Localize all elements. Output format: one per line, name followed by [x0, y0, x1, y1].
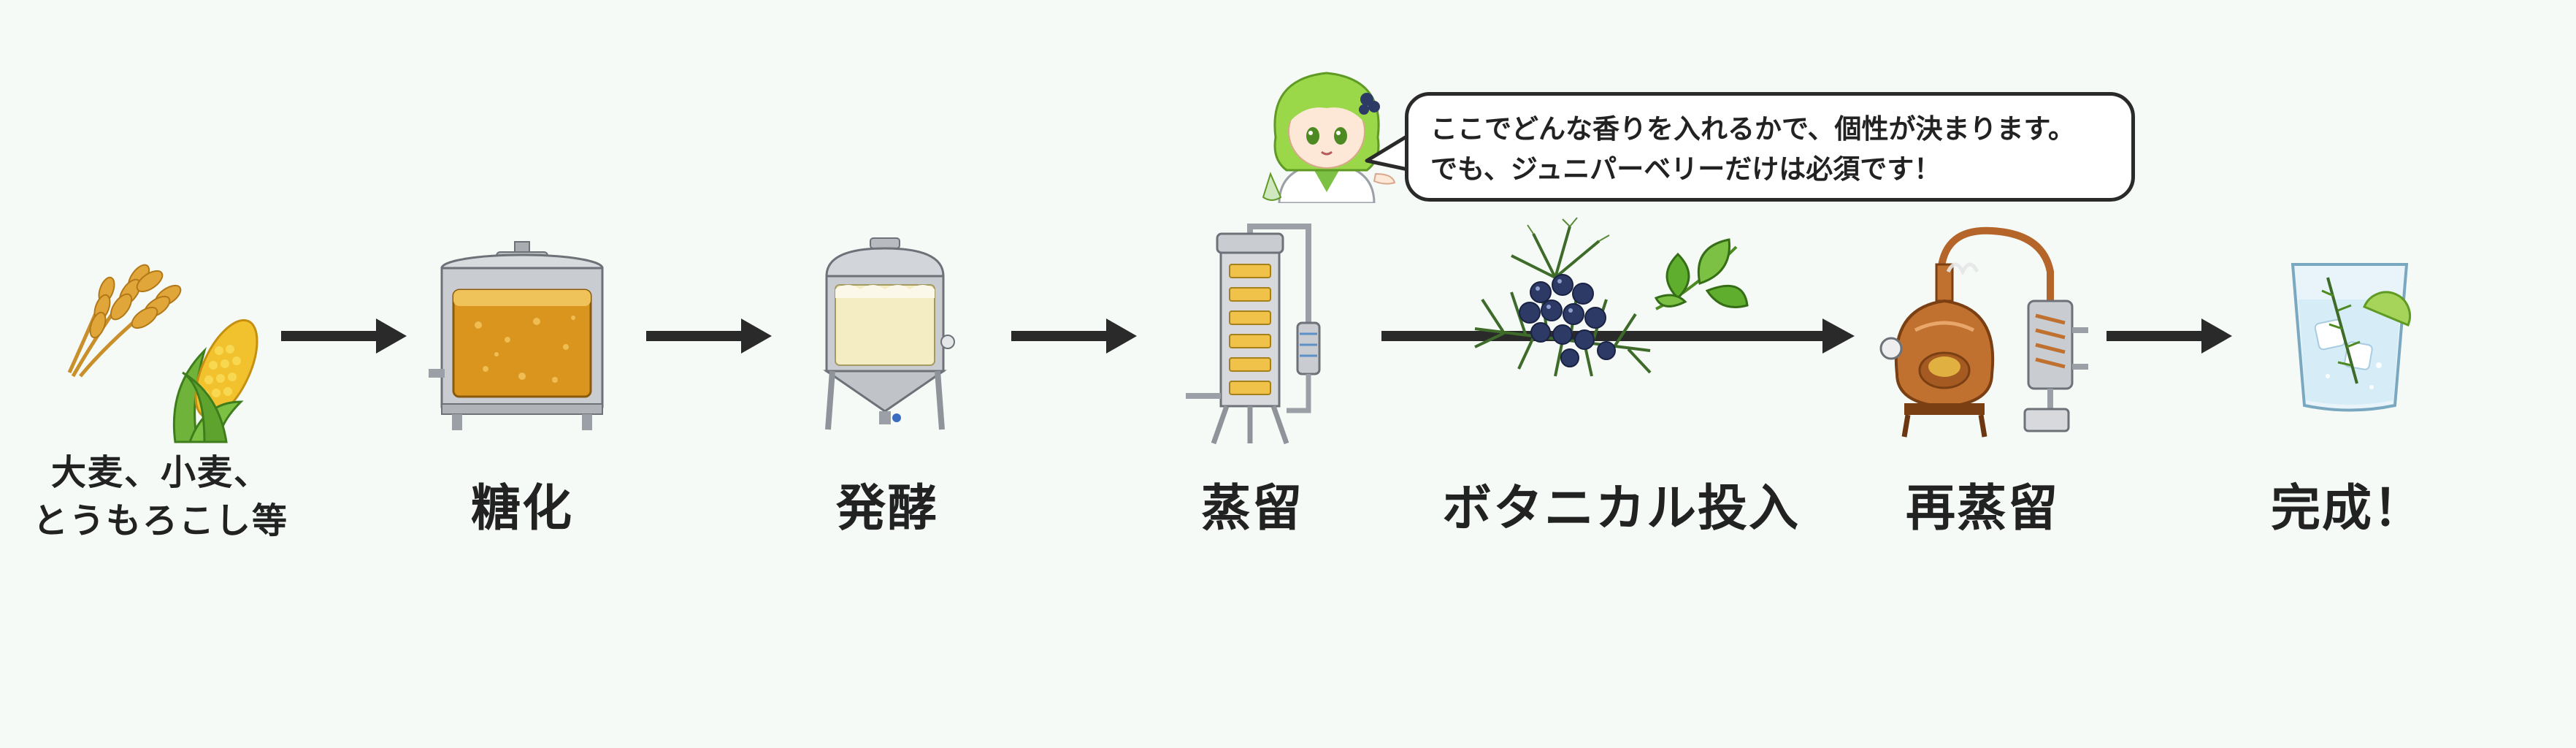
flow-arrow-3 [1011, 318, 1137, 354]
fermenter-icon [823, 237, 955, 430]
flow-arrow-4 [1381, 318, 1855, 354]
step-grains [51, 234, 270, 443]
flow-arrow-6 [2107, 318, 2232, 354]
flow-arrow-1 [281, 318, 407, 354]
gin-glass-icon [2291, 263, 2411, 412]
step-complete-label: 完成！ [2270, 480, 2424, 538]
step-grains-label-line-1: 大麦、小麦、 [50, 452, 270, 493]
step-saccharification-label: 糖化 [470, 480, 573, 538]
step-botanicals-label: ボタニカル投入 [1441, 480, 1800, 538]
herb-leaves-icon [1654, 238, 1749, 310]
column-still-icon [1186, 224, 1321, 445]
flow-arrow-2 [646, 318, 772, 354]
juniper-branch-icon [1474, 217, 1652, 377]
step-grains-label-line-2: とうもろこし等 [32, 500, 288, 541]
speech-bubble: ここでどんな香りを入れるかで、個性が決まります。 でも、ジュニパーベリーだけは必… [1405, 92, 2135, 202]
speech-bubble-line-1: ここでどんな香りを入れるかで、個性が決まります。 [1430, 113, 2075, 145]
corn-icon [172, 318, 258, 443]
mash-tun-icon [429, 241, 604, 430]
step-distillation-label: 蒸留 [1200, 480, 1303, 538]
step-fermentation-label: 発酵 [835, 480, 938, 538]
wheat-icon [67, 264, 182, 378]
copper-pot-still-icon [1879, 226, 2088, 438]
step-redistillation-label: 再蒸留 [1905, 480, 2059, 538]
step-grains-label: 大麦、小麦、 とうもろこし等 [22, 449, 299, 545]
speech-bubble-line-2: でも、ジュニパーベリーだけは必須です！ [1430, 153, 1941, 185]
guide-character-icon [1262, 72, 1396, 203]
